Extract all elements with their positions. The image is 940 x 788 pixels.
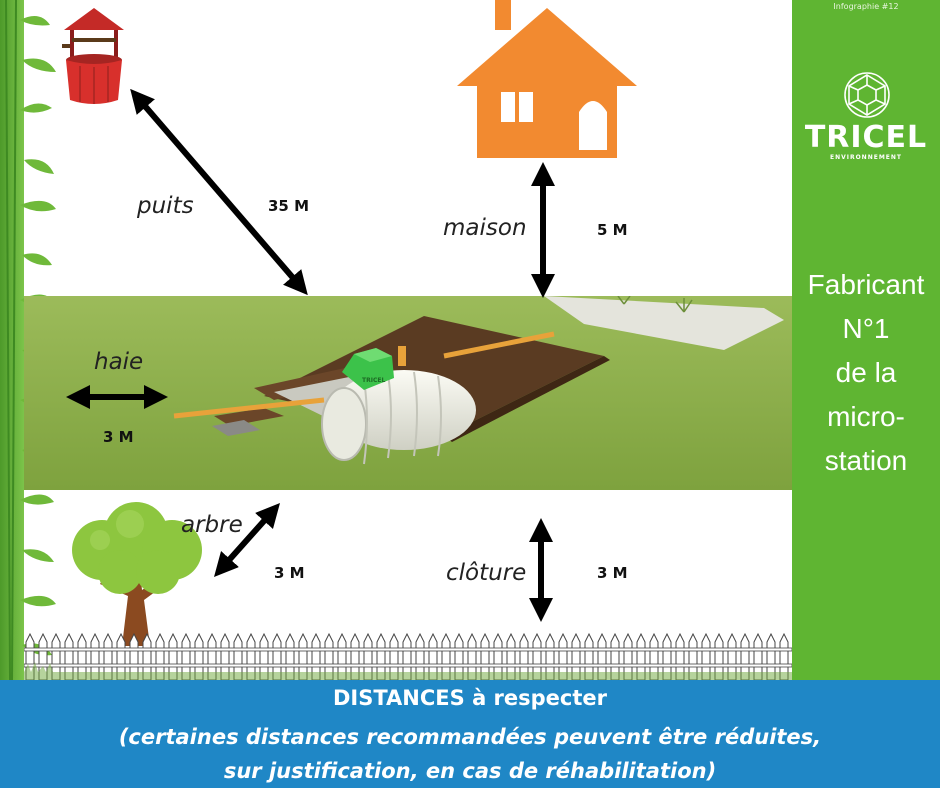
label-arbre: arbre xyxy=(181,512,243,538)
footer-note: (certaines distances recommandées peuven… xyxy=(0,720,940,788)
tree-icon xyxy=(72,502,202,646)
sidebar xyxy=(792,0,940,680)
tagline-line: de la xyxy=(835,357,897,388)
distance-maison: 5 M xyxy=(597,221,628,239)
tagline-line: N°1 xyxy=(842,313,890,344)
tagline-line: station xyxy=(824,445,908,476)
footer-note-line2: sur justification, en cas de réhabilitat… xyxy=(223,759,717,783)
brand-name: TRICEL xyxy=(804,120,928,155)
arrow-arbre xyxy=(214,503,280,577)
label-puits: puits xyxy=(137,193,194,219)
footer-title: DISTANCES à respecter xyxy=(332,686,608,710)
distance-puits: 35 M xyxy=(268,197,310,215)
distance-haie: 3 M xyxy=(103,428,134,446)
footer-banner: DISTANCES à respecter (certaines distanc… xyxy=(0,680,940,788)
distance-arrows xyxy=(66,88,555,622)
label-maison: maison xyxy=(443,215,527,241)
label-cloture: clôture xyxy=(446,560,527,586)
distance-cloture: 3 M xyxy=(597,564,628,582)
fence-icon xyxy=(24,632,792,680)
tagline-line: Fabricant xyxy=(807,269,925,300)
tagline-line: micro- xyxy=(827,401,905,432)
label-haie: haie xyxy=(94,349,144,375)
lawn-scene: TRICEL xyxy=(24,296,792,490)
well-icon xyxy=(62,8,124,104)
tank-brand: TRICEL xyxy=(362,377,385,384)
tricel-logo-icon xyxy=(844,72,890,118)
arrow-puits xyxy=(130,88,308,296)
tagline: Fabricant N°1 de la micro- station xyxy=(792,263,940,483)
footer-note-line1: (certaines distances recommandées peuven… xyxy=(118,725,822,749)
house-icon xyxy=(457,0,637,158)
infographic-tag: Infographie #12 xyxy=(833,2,899,11)
distance-arbre: 3 M xyxy=(274,564,305,582)
brand-subtitle: ENVIRONNEMENT xyxy=(829,154,903,161)
